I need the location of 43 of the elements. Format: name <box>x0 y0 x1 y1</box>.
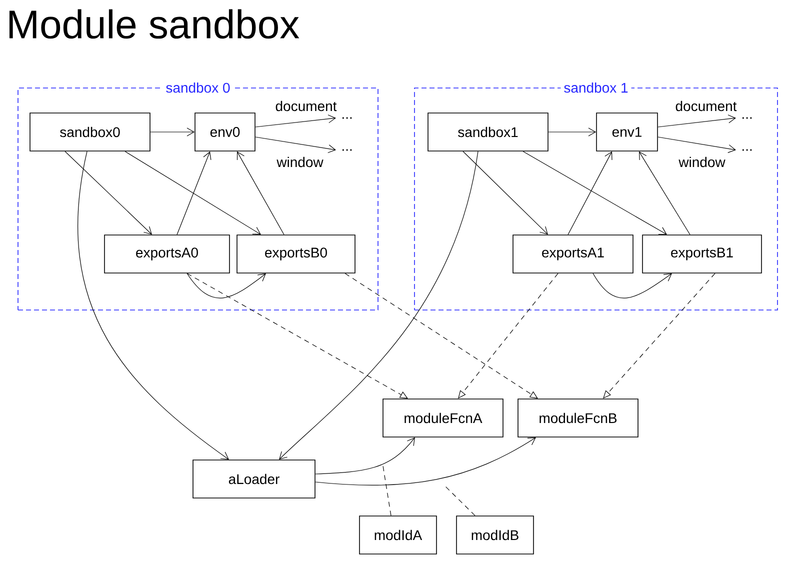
process-box: sandbox1 <box>428 112 548 152</box>
arrow <box>78 151 229 460</box>
process-box: exportsA1 <box>512 234 634 274</box>
ellipsis-text: ... <box>342 117 352 119</box>
arrow <box>658 114 736 128</box>
arrow <box>186 273 266 298</box>
process-box: exportsB0 <box>236 234 356 274</box>
ellipsis-text: ... <box>342 149 352 151</box>
arrow <box>150 128 195 136</box>
edge-label: document <box>274 100 338 112</box>
process-box: modIdB <box>456 516 534 554</box>
arrow <box>176 151 212 235</box>
process-box: sandbox0 <box>30 112 150 152</box>
edge-label: document <box>674 100 738 112</box>
arrow <box>186 273 408 399</box>
process-box: exportsB1 <box>642 234 762 274</box>
process-box: moduleFcnA <box>382 398 504 438</box>
ellipsis-text: ... <box>742 149 752 151</box>
arrow <box>315 437 415 474</box>
process-box: env1 <box>596 112 658 152</box>
arrow <box>462 151 548 235</box>
arrow <box>592 273 672 298</box>
arrow <box>522 151 667 235</box>
arrow <box>124 151 261 235</box>
arrow <box>279 151 478 460</box>
arrow <box>548 128 596 136</box>
arrow <box>236 151 284 235</box>
arrow <box>315 437 536 486</box>
ellipsis-text: ... <box>742 117 752 119</box>
process-box: env0 <box>194 112 256 152</box>
arrow <box>64 151 152 235</box>
arrow <box>568 151 612 235</box>
title: Module sandbox <box>9 9 300 39</box>
process-box: aLoader <box>192 460 316 498</box>
arrow <box>639 151 690 235</box>
arrow <box>255 114 336 128</box>
process-box: modIdA <box>359 516 437 554</box>
process-box: exportsA0 <box>104 234 230 274</box>
arrow <box>658 136 736 153</box>
arrow <box>255 136 336 154</box>
edge-label: window <box>678 156 726 168</box>
edge-label: window <box>276 156 324 168</box>
process-box: moduleFcnB <box>518 398 638 438</box>
